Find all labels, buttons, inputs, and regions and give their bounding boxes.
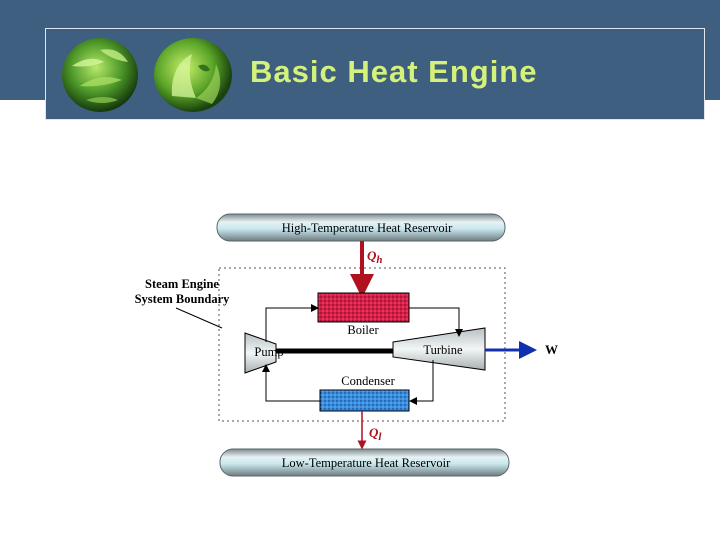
- flow-boiler-to-turbine: [409, 307, 463, 337]
- boiler: [317, 292, 410, 323]
- condenser: [319, 389, 410, 412]
- turbine-label: Turbine: [423, 343, 463, 357]
- boiler-label: Boiler: [347, 323, 379, 337]
- system-boundary-label-line1: Steam Engine: [145, 277, 219, 291]
- qh-label: Qh: [367, 248, 383, 266]
- flow-pump-to-boiler: [265, 304, 319, 342]
- leaf-sphere-icon: [62, 38, 138, 112]
- flow-turbine-to-condenser: [409, 360, 434, 405]
- boundary-leader-line: [175, 307, 223, 329]
- high-reservoir-label: High-Temperature Heat Reservoir: [282, 221, 453, 235]
- leaf-sphere-icon: [154, 38, 232, 112]
- low-reservoir-label: Low-Temperature Heat Reservoir: [282, 456, 451, 470]
- slide-title: Basic Heat Engine: [250, 54, 538, 89]
- work-label: W: [545, 342, 558, 357]
- condenser-label: Condenser: [341, 374, 395, 388]
- system-boundary-label-line2: System Boundary: [135, 292, 231, 306]
- ql-label: Ql: [369, 425, 382, 443]
- flow-condenser-to-pump: [262, 364, 320, 402]
